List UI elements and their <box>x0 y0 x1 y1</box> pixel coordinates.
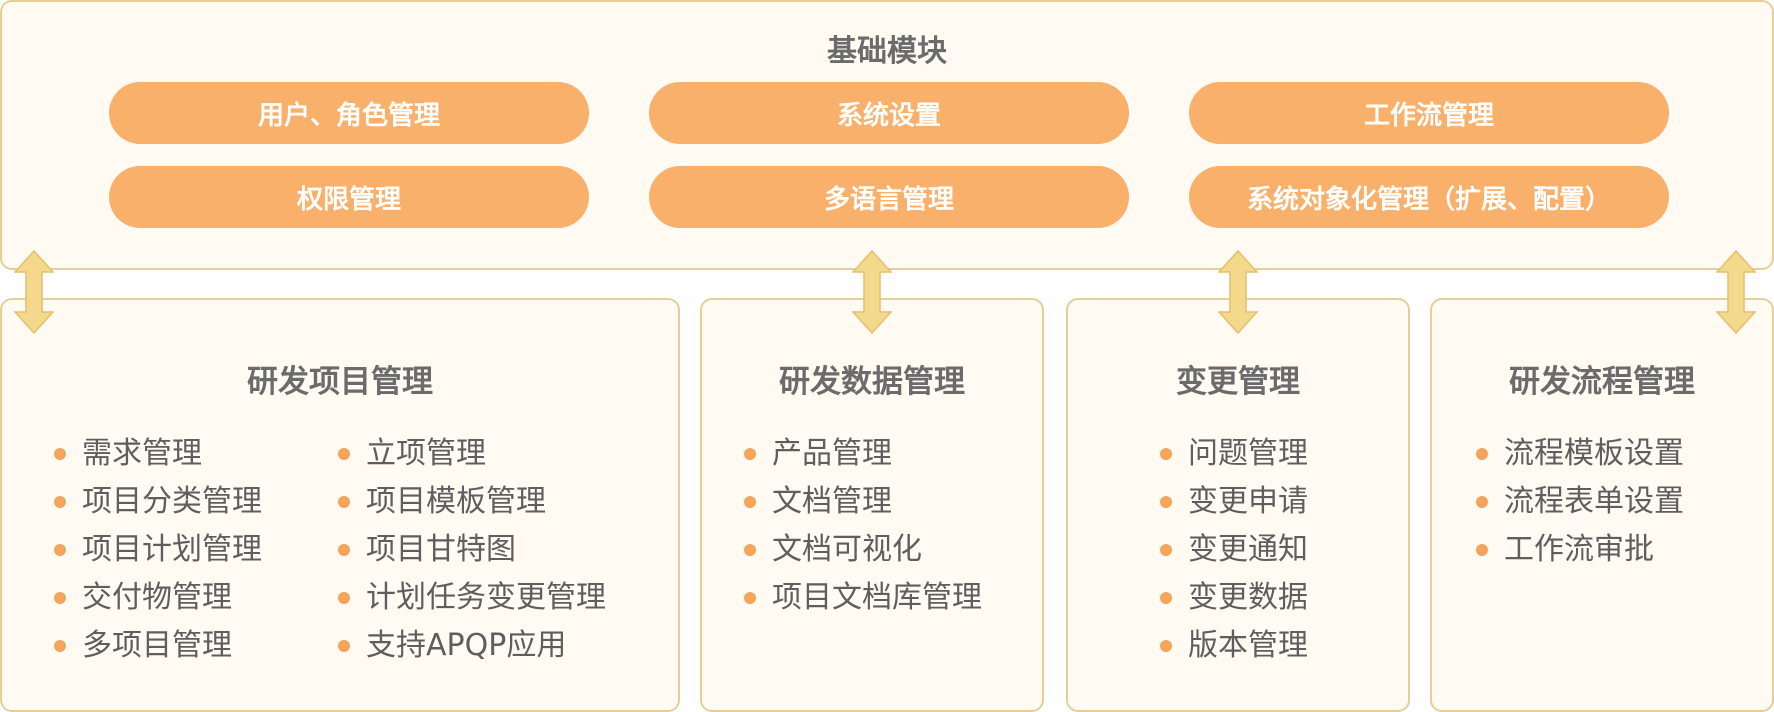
list-item-label: 变更通知 <box>1188 532 1308 567</box>
double-arrow-icon <box>1716 250 1756 334</box>
list-item-label: 项目文档库管理 <box>772 580 982 615</box>
module-user-role[interactable]: 用户、角色管理 <box>109 82 589 144</box>
list-item: 项目计划管理 <box>54 526 262 574</box>
list-item: 流程模板设置 <box>1476 430 1684 478</box>
list-item-label: 交付物管理 <box>82 580 232 615</box>
bullet-icon <box>338 640 350 652</box>
project-management-panel: 研发项目管理 需求管理 项目分类管理 项目计划管理 交付物管理 多项目管理 立项… <box>0 298 680 712</box>
bullet-icon <box>1160 496 1172 508</box>
module-permissions[interactable]: 权限管理 <box>109 166 589 228</box>
bullet-icon <box>338 544 350 556</box>
process-management-title: 研发流程管理 <box>1509 364 1695 400</box>
list-item-label: 问题管理 <box>1188 436 1308 471</box>
list-item: 变更申请 <box>1160 478 1308 526</box>
change-management-list: 问题管理 变更申请 变更通知 变更数据 版本管理 <box>1160 430 1308 670</box>
list-item: 多项目管理 <box>54 622 262 670</box>
list-item-label: 版本管理 <box>1188 628 1308 663</box>
list-item: 项目甘特图 <box>338 526 606 574</box>
bullet-icon <box>338 496 350 508</box>
bullet-icon <box>54 640 66 652</box>
module-object-management[interactable]: 系统对象化管理（扩展、配置） <box>1189 166 1669 228</box>
list-item-label: 需求管理 <box>82 436 202 471</box>
list-item-label: 多项目管理 <box>82 628 232 663</box>
double-arrow-icon <box>14 250 54 334</box>
module-system-settings[interactable]: 系统设置 <box>649 82 1129 144</box>
bullet-icon <box>1476 496 1488 508</box>
bullet-icon <box>338 592 350 604</box>
bullet-icon <box>1160 592 1172 604</box>
data-management-title: 研发数据管理 <box>779 364 965 400</box>
double-arrow-icon <box>852 250 892 334</box>
bullet-icon <box>1476 544 1488 556</box>
project-management-list-right: 立项管理 项目模板管理 项目甘特图 计划任务变更管理 支持APQP应用 <box>338 430 606 670</box>
process-management-list: 流程模板设置 流程表单设置 工作流审批 <box>1476 430 1684 574</box>
list-item: 项目文档库管理 <box>744 574 982 622</box>
list-item: 项目模板管理 <box>338 478 606 526</box>
change-management-title: 变更管理 <box>1176 364 1300 400</box>
process-management-panel: 研发流程管理 流程模板设置 流程表单设置 工作流审批 <box>1430 298 1774 712</box>
list-item: 版本管理 <box>1160 622 1308 670</box>
list-item-label: 产品管理 <box>772 436 892 471</box>
list-item-label: 立项管理 <box>366 436 486 471</box>
base-module-title: 基础模块 <box>827 34 947 69</box>
base-module-panel: 基础模块 用户、角色管理 系统设置 工作流管理 权限管理 多语言管理 系统对象化… <box>0 0 1774 270</box>
bullet-icon <box>1476 448 1488 460</box>
list-item: 问题管理 <box>1160 430 1308 478</box>
bullet-icon <box>1160 448 1172 460</box>
list-item-label: 项目计划管理 <box>82 532 262 567</box>
project-management-title: 研发项目管理 <box>247 364 433 400</box>
list-item-label: 项目分类管理 <box>82 484 262 519</box>
list-item-label: 流程表单设置 <box>1504 484 1684 519</box>
list-item-label: 计划任务变更管理 <box>366 580 606 615</box>
list-item: 支持APQP应用 <box>338 622 606 670</box>
list-item: 文档管理 <box>744 478 982 526</box>
bullet-icon <box>54 544 66 556</box>
module-workflow[interactable]: 工作流管理 <box>1189 82 1669 144</box>
list-item-label: 文档可视化 <box>772 532 922 567</box>
list-item-label: 项目甘特图 <box>366 532 516 567</box>
list-item-label: 文档管理 <box>772 484 892 519</box>
data-management-panel: 研发数据管理 产品管理 文档管理 文档可视化 项目文档库管理 <box>700 298 1044 712</box>
project-management-list-left: 需求管理 项目分类管理 项目计划管理 交付物管理 多项目管理 <box>54 430 262 670</box>
list-item-label: 流程模板设置 <box>1504 436 1684 471</box>
list-item-label: 变更数据 <box>1188 580 1308 615</box>
bullet-icon <box>1160 640 1172 652</box>
bullet-icon <box>338 448 350 460</box>
data-management-list: 产品管理 文档管理 文档可视化 项目文档库管理 <box>744 430 982 622</box>
module-multilanguage[interactable]: 多语言管理 <box>649 166 1129 228</box>
list-item: 需求管理 <box>54 430 262 478</box>
list-item-label: 变更申请 <box>1188 484 1308 519</box>
bullet-icon <box>744 448 756 460</box>
bullet-icon <box>744 544 756 556</box>
bullet-icon <box>744 496 756 508</box>
double-arrow-icon <box>1218 250 1258 334</box>
list-item: 工作流审批 <box>1476 526 1684 574</box>
list-item-label: 工作流审批 <box>1504 532 1654 567</box>
change-management-panel: 变更管理 问题管理 变更申请 变更通知 变更数据 版本管理 <box>1066 298 1410 712</box>
list-item: 文档可视化 <box>744 526 982 574</box>
bullet-icon <box>1160 544 1172 556</box>
bullet-icon <box>54 496 66 508</box>
list-item-label: 支持APQP应用 <box>366 628 567 663</box>
list-item: 计划任务变更管理 <box>338 574 606 622</box>
bullet-icon <box>54 448 66 460</box>
list-item: 变更通知 <box>1160 526 1308 574</box>
list-item-label: 项目模板管理 <box>366 484 546 519</box>
list-item: 流程表单设置 <box>1476 478 1684 526</box>
bullet-icon <box>54 592 66 604</box>
list-item: 项目分类管理 <box>54 478 262 526</box>
list-item: 交付物管理 <box>54 574 262 622</box>
list-item: 立项管理 <box>338 430 606 478</box>
list-item: 变更数据 <box>1160 574 1308 622</box>
list-item: 产品管理 <box>744 430 982 478</box>
bullet-icon <box>744 592 756 604</box>
